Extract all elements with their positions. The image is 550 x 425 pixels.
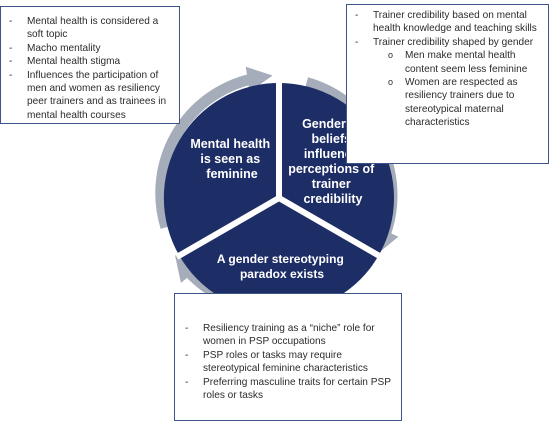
bullet-marker: - [185, 323, 189, 334]
list-item: - Mental health is considered a soft topi… [5, 15, 175, 42]
segment-label-line: A gender stereotyping [217, 252, 344, 266]
list-item: - Trainer credibility shaped by gender [351, 36, 544, 49]
list-item-text: Resiliency training as a “niche” role fo… [203, 323, 375, 348]
sub-list-item: o Men make mental health content seem les… [351, 49, 544, 76]
bottom-notes-box: - Resiliency training as a “niche” role f… [174, 293, 402, 421]
list-item-text: Influences the participation of men and … [27, 69, 167, 121]
list-item: - Preferring masculine traits for certain… [181, 376, 397, 403]
left-notes-box: - Mental health is considered a soft topi… [0, 6, 180, 124]
list-item-text: Men make mental health content seem less… [405, 50, 528, 75]
segment-label-line: is seen as [200, 152, 260, 166]
list-item: - Mental health stigma [5, 55, 175, 68]
segment-label-bottom: A gender stereotyping paradox exists [217, 252, 347, 281]
segment-label-line: paradox exists [240, 267, 324, 281]
list-item-text: Mental health stigma [27, 56, 121, 68]
list-item-text: Trainer credibility based on mental heal… [373, 10, 537, 35]
left-notes-list: - Mental health is considered a soft topi… [5, 15, 175, 122]
list-item-text: Mental health is considered a soft topic [27, 16, 159, 41]
segment-label-line: influence [304, 147, 359, 161]
list-item-text: Women are respected as resiliency traine… [405, 77, 518, 129]
segment-label-line: feminine [206, 167, 257, 181]
right-notes-box: - Trainer credibility based on mental hea… [346, 4, 549, 164]
bullet-marker: - [9, 42, 13, 54]
segment-label-line: Gendered [302, 117, 360, 131]
bullet-marker: - [9, 69, 13, 81]
segment-label-right: Gendered beliefs influence perceptions o… [288, 117, 378, 206]
sub-list-item: o Women are respected as resiliency train… [351, 76, 544, 130]
bullet-marker: - [185, 376, 189, 388]
list-item: - Influences the participation of men and… [5, 69, 175, 123]
list-item-text: Trainer credibility shaped by gender [373, 36, 534, 48]
list-item: - Resiliency training as a “niche” role f… [181, 322, 397, 349]
bottom-notes-list: - Resiliency training as a “niche” role f… [181, 322, 397, 402]
segment-label-line: Mental health [190, 137, 270, 151]
segment-dividers [175, 80, 383, 260]
segment-label-left: Mental health is seen as feminine [190, 137, 273, 181]
list-item: - Trainer credibility based on mental hea… [351, 9, 544, 36]
list-item-text: Preferring masculine traits for certain … [203, 376, 391, 402]
segment-label-line: credibility [303, 192, 362, 206]
list-item: - PSP roles or tasks may require stereoty… [181, 349, 397, 376]
cycle-arrow-1 [155, 66, 273, 229]
bullet-marker: - [355, 10, 359, 21]
segment-label-line: perceptions of [288, 162, 375, 176]
bullet-marker: o [388, 50, 394, 61]
segment-label-line: beliefs [311, 132, 351, 146]
bullet-marker: - [355, 36, 359, 48]
bullet-marker: o [388, 77, 394, 88]
list-item-text: Macho mentality [27, 42, 101, 54]
bullet-marker: - [185, 349, 189, 361]
right-notes-list: - Trainer credibility based on mental hea… [351, 9, 544, 130]
list-item: - Macho mentality [5, 42, 175, 55]
bullet-marker: - [9, 16, 13, 27]
list-item-text: PSP roles or tasks may require stereotyp… [203, 349, 368, 375]
segment-label-line: trainer [312, 177, 351, 191]
bullet-marker: - [9, 56, 13, 68]
